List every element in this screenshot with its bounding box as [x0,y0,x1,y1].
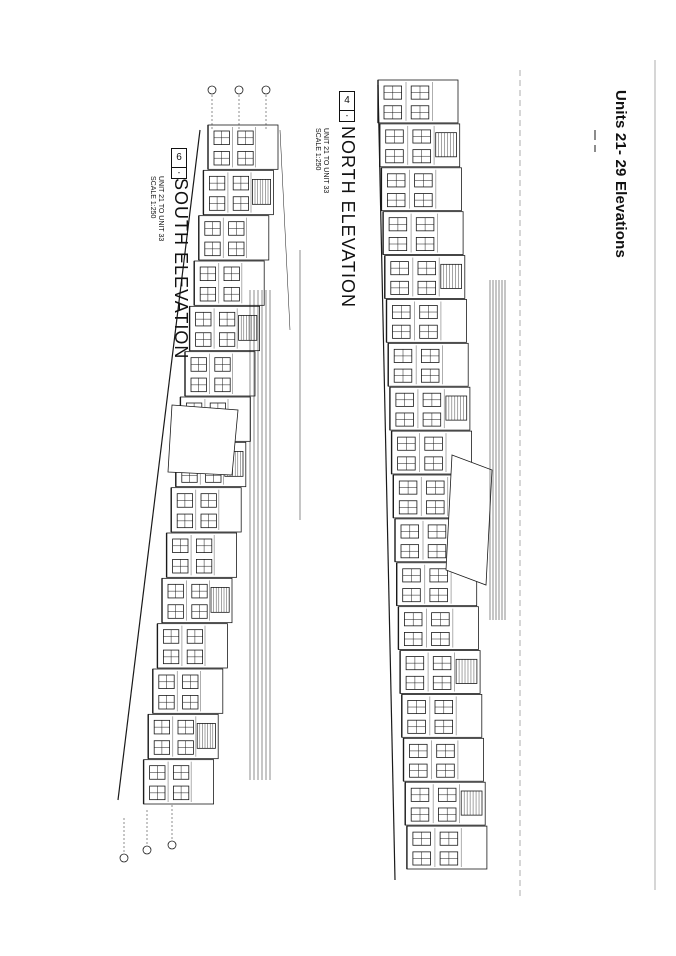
south-elevation-units: UNIT 21 TO UNIT 33 [157,176,164,242]
south-garage-door [196,723,216,749]
level-datum-marker [167,840,177,850]
south-party-wall [167,404,239,476]
north-elevation-units: UNIT 21 TO UNIT 33 [322,128,329,194]
north-elevation-number: 4 [339,91,355,111]
south-elevation-sheet: - [171,167,187,179]
north-garage-door [460,790,483,816]
level-datum-marker [207,85,217,95]
north-garage-door [455,658,478,684]
south-elevation-scale: SCALE 1:250 [149,176,156,219]
north-elevation-title: NORTH ELEVATION [338,126,358,309]
south-ground-line [117,129,201,801]
north-garage-door [435,132,457,158]
level-datum-marker [142,845,152,855]
north-elevation-scale: SCALE 1:250 [314,128,321,171]
level-datum-marker [119,853,129,863]
north-garage-door [440,263,462,289]
level-datum-marker [261,85,271,95]
north-garage-door [445,395,468,421]
south-garage-door [210,587,230,613]
north-party-wall [445,454,493,586]
north-elevation-sheet: - [339,110,355,122]
sheet-title: Units 21- 29 Elevations [612,90,629,258]
south-elevation-number: 6 [171,148,187,168]
south-garage-door [238,314,258,341]
south-leader-line [279,129,291,331]
north-ground-line [377,84,396,881]
level-datum-marker [234,85,244,95]
south-garage-door [251,178,271,205]
south-elevation-title: SOUTH ELEVATION [171,178,191,360]
